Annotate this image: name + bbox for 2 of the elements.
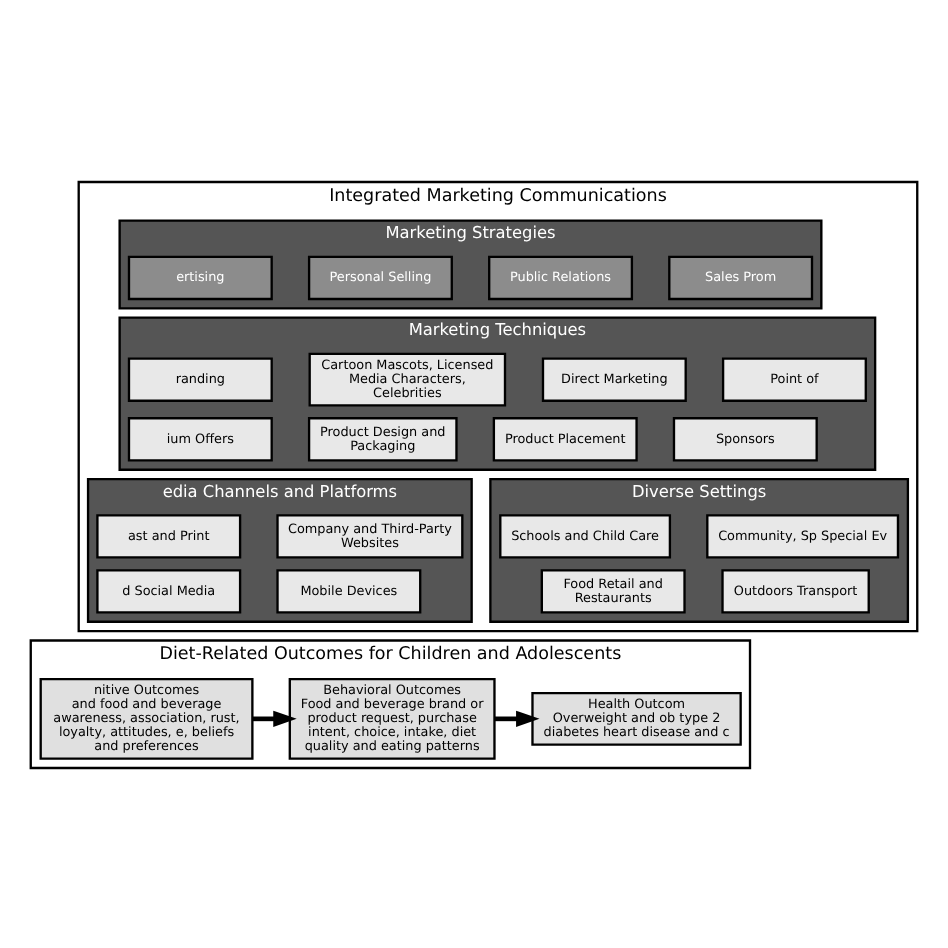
arrow — [252, 709, 297, 727]
arrow — [494, 709, 540, 727]
